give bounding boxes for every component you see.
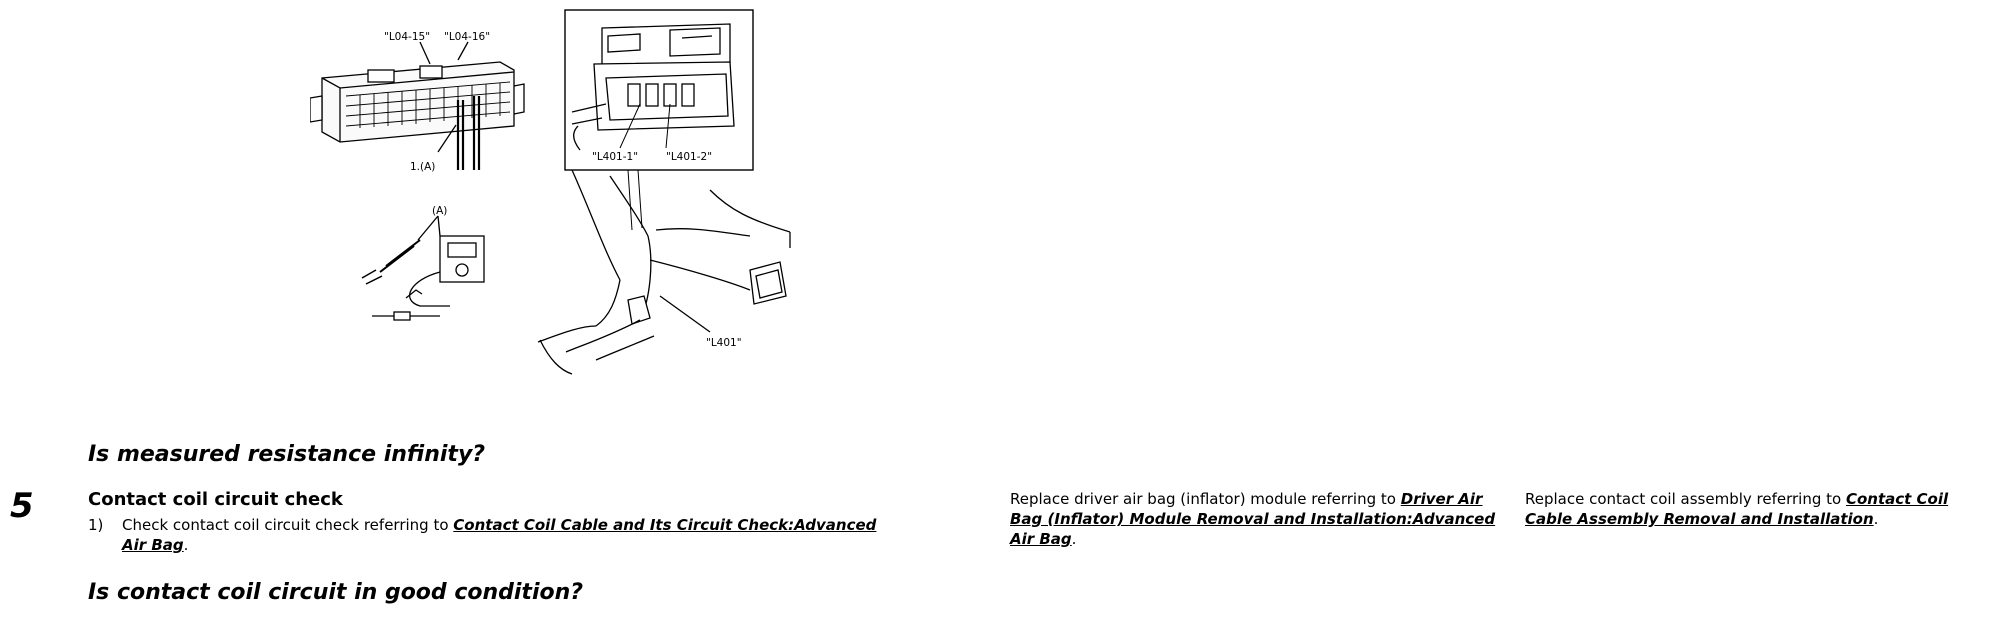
- steering-column-area: [537, 169, 791, 375]
- contact-coil-cable-assembly-link[interactable]: Contact Coil Cable Assembly Removal and …: [1525, 490, 1949, 528]
- probe-label-1a: 1.(A): [410, 161, 435, 173]
- connector-test-illustration: "L04-15" "L04-16" 1.(A) (A) "L401-1" "L4…: [310, 9, 791, 375]
- connector-label-l401: "L401": [706, 337, 742, 349]
- list-item-text: Check contact coil circuit check referri…: [122, 516, 877, 554]
- pin-label-l04-16: "L04-16": [444, 31, 490, 43]
- yes-action: Replace driver air bag (inflator) module…: [1010, 490, 1496, 548]
- step-question: Is contact coil circuit in good conditio…: [88, 580, 584, 605]
- step-number: 5: [10, 486, 34, 526]
- pin-label-l04-15: "L04-15": [384, 31, 430, 43]
- step-title: Contact coil circuit check: [88, 489, 343, 510]
- no-action: Replace contact coil assembly referring …: [1525, 490, 1949, 528]
- pin-label-l401-2: "L401-2": [666, 151, 712, 163]
- airbag-sdm-connector: [310, 41, 525, 170]
- ohmmeter-icon: [361, 215, 485, 321]
- pin-label-l401-1: "L401-1": [592, 151, 638, 163]
- previous-step-question: Is measured resistance infinity?: [88, 442, 486, 467]
- probe-label-a: (A): [432, 205, 447, 217]
- list-index: 1): [88, 516, 104, 534]
- contact-coil-circuit-check-link[interactable]: Contact Coil Cable and Its Circuit Check…: [122, 516, 877, 554]
- contact-coil-connector-inset: [564, 9, 754, 171]
- step-instruction-item: 1) Check contact coil circuit check refe…: [88, 515, 908, 559]
- driver-air-bag-module-link[interactable]: Driver Air Bag (Inflator) Module Removal…: [1010, 490, 1496, 548]
